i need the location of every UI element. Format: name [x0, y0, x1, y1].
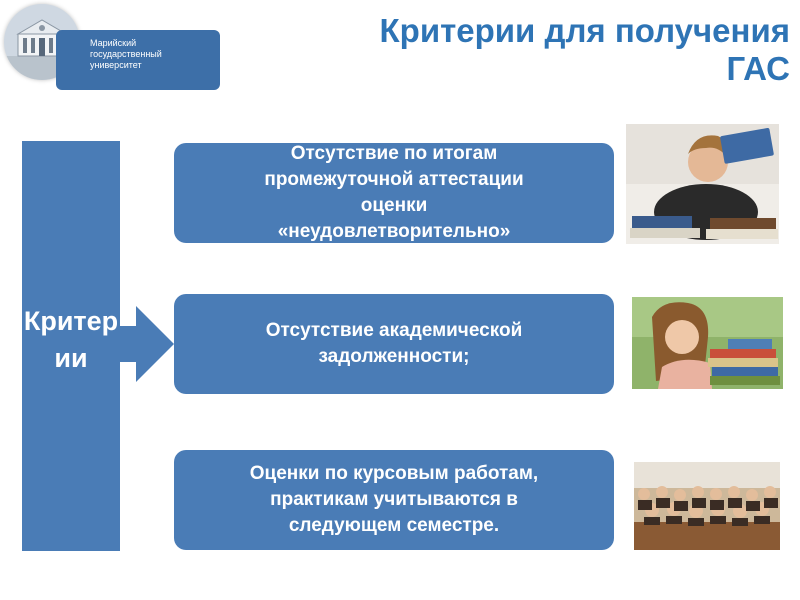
- students-in-lecture-hall-photo: [634, 462, 780, 550]
- university-name-box: Марийский государственный университет: [56, 30, 220, 90]
- criterion-text-3: Оценки по курсовым работам, практикам уч…: [249, 463, 539, 536]
- arrow-right-icon: [118, 306, 174, 382]
- criterion-box-2: Отсутствие академической задолженности;: [174, 294, 614, 394]
- criteria-side-label: Критерии: [23, 306, 119, 373]
- criterion-box-1: Отсутствие по итогам промежуточной аттес…: [174, 143, 614, 243]
- girl-with-books-photo: [632, 297, 783, 389]
- criterion-text-2: Отсутствие академической задолженности;: [265, 320, 523, 367]
- criterion-box-3: Оценки по курсовым работам, практикам уч…: [174, 450, 614, 550]
- student-with-books-photo: [626, 124, 779, 244]
- slide-title: Критерии для получения ГАС: [379, 12, 790, 87]
- criterion-text-1: Отсутствие по итогам промежуточной аттес…: [264, 143, 524, 242]
- university-name: Марийский государственный университет: [90, 38, 162, 70]
- criteria-side-bar: [22, 141, 120, 551]
